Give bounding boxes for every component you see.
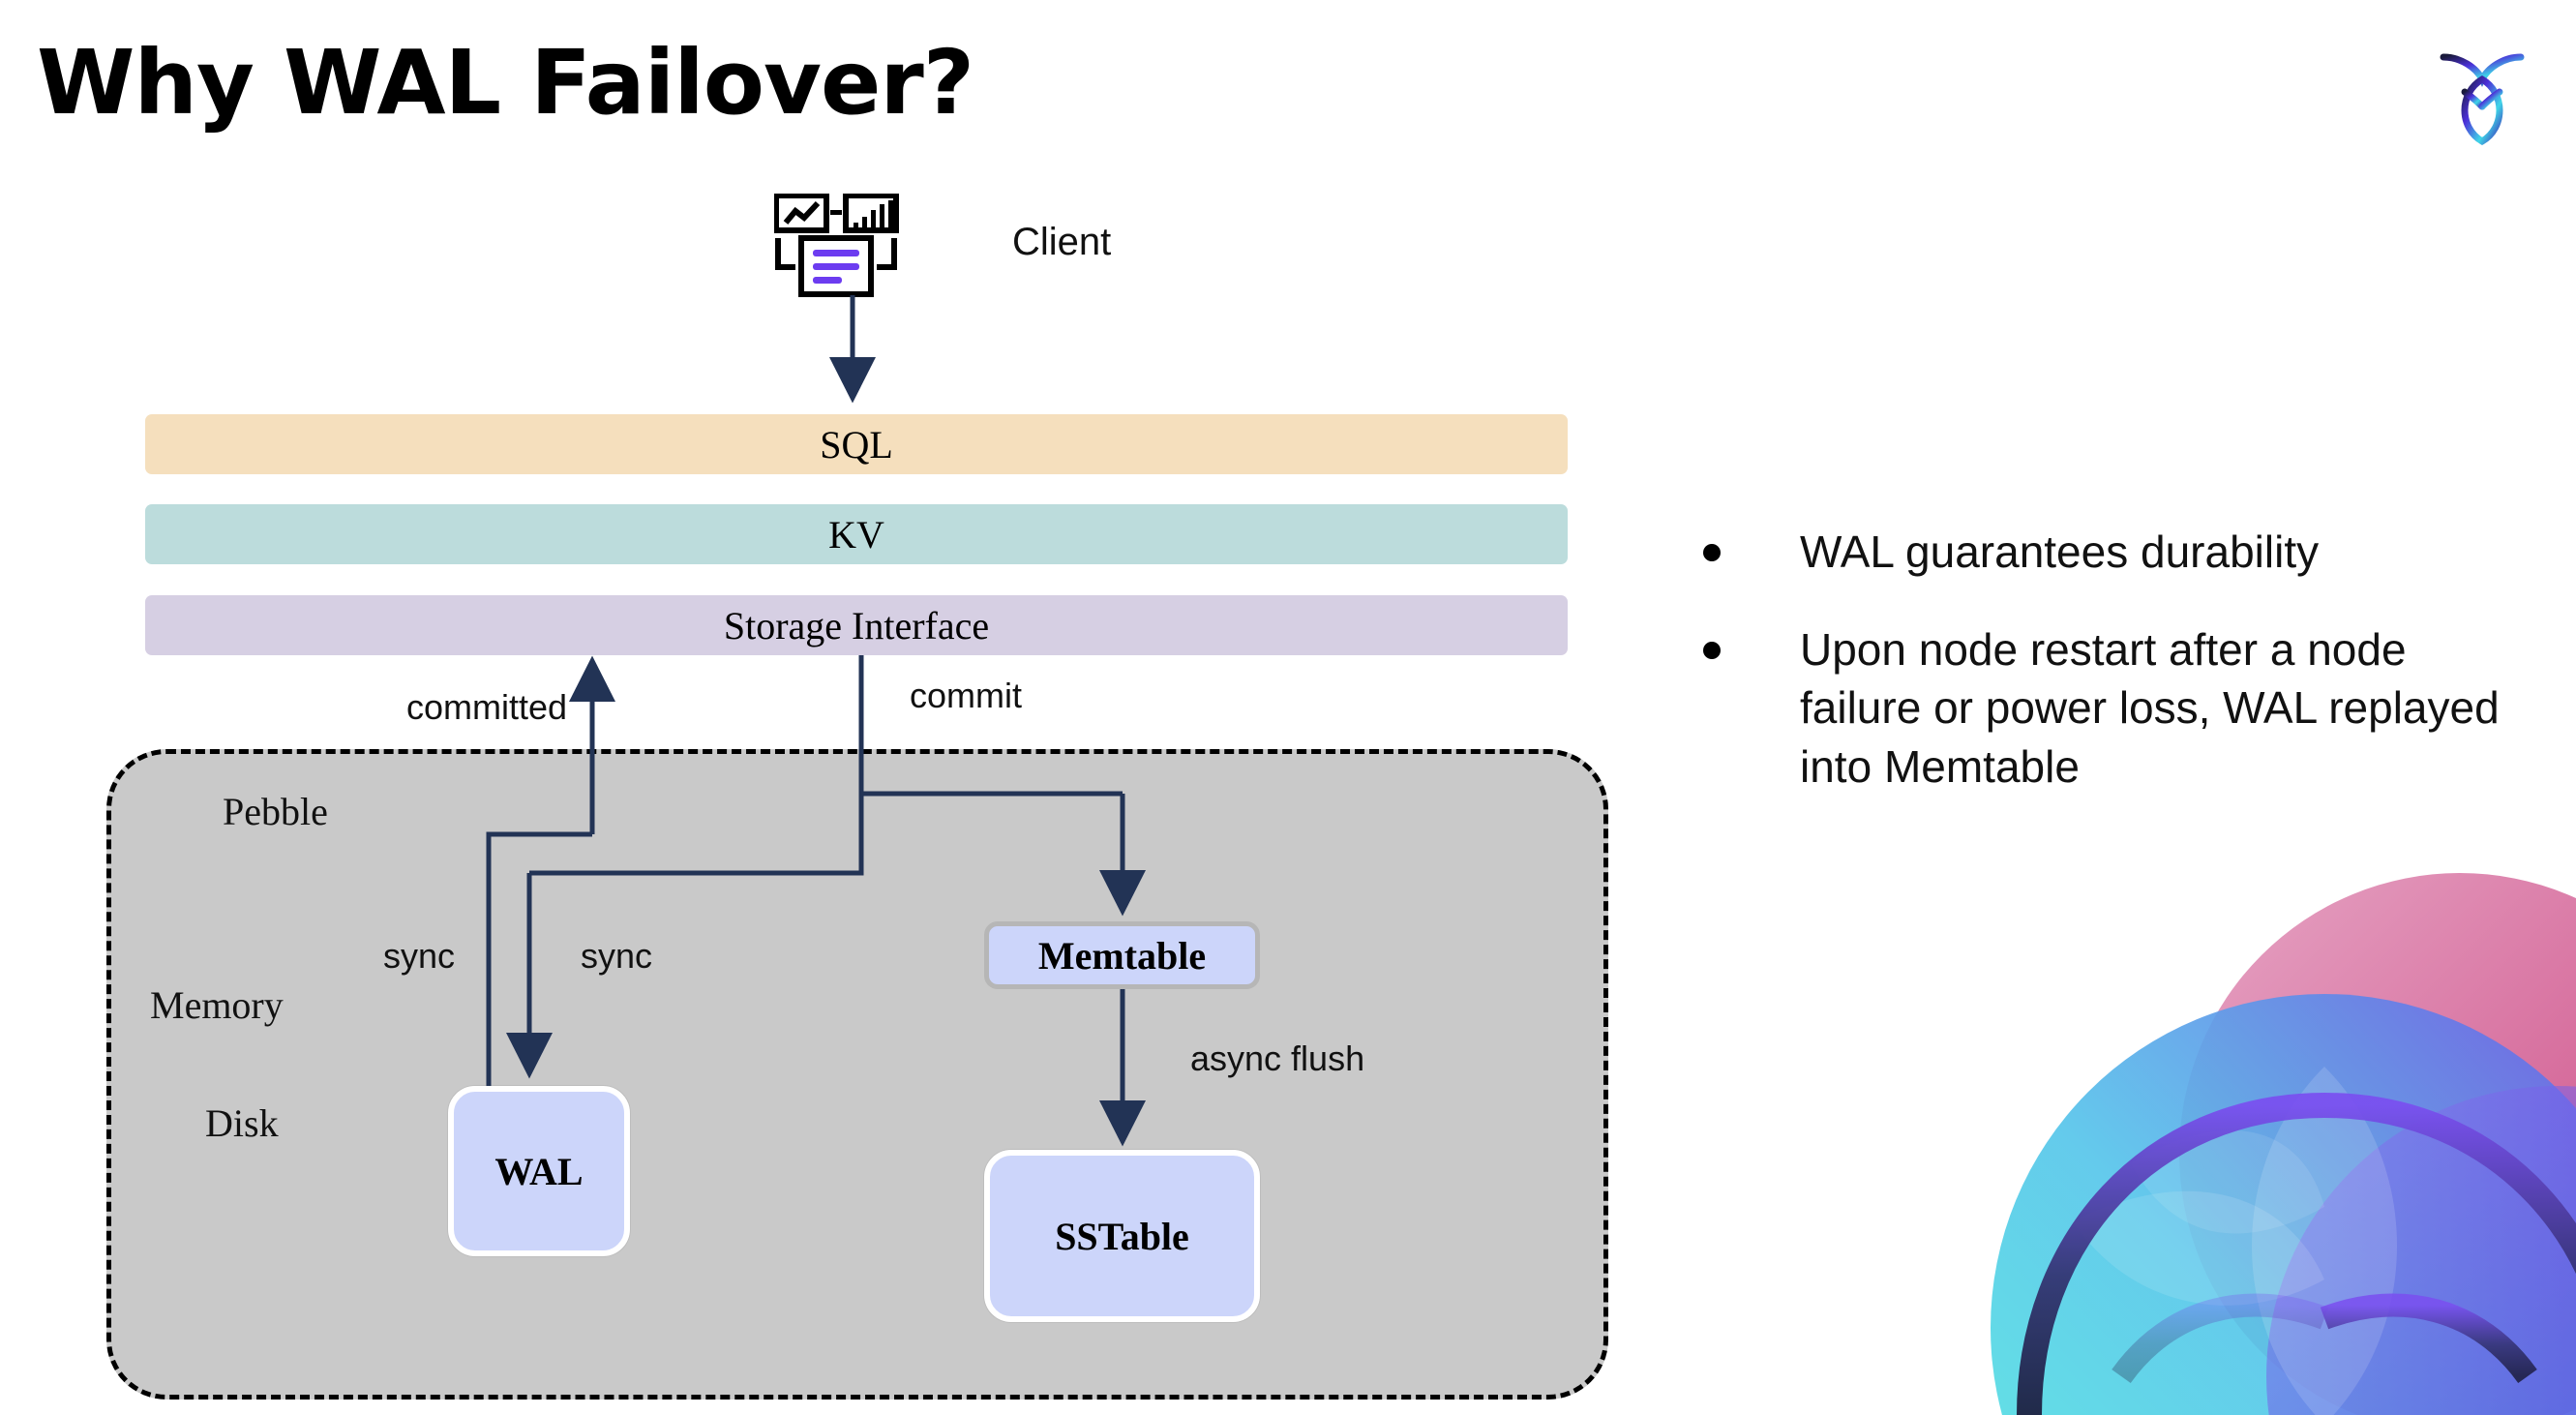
node-memtable: Memtable bbox=[984, 921, 1260, 989]
edge-label-committed: committed bbox=[406, 687, 568, 727]
disk-label: Disk bbox=[205, 1101, 279, 1145]
pebble-container bbox=[106, 749, 1608, 1400]
list-item: Upon node restart after a node failure o… bbox=[1703, 620, 2506, 797]
edge-label-sync-right: sync bbox=[581, 936, 653, 976]
layer-bar-kv: KV bbox=[145, 504, 1568, 564]
node-wal: WAL bbox=[448, 1086, 630, 1256]
bullet-list: WAL guarantees durability Upon node rest… bbox=[1703, 523, 2506, 835]
bullet-text: WAL guarantees durability bbox=[1800, 527, 2320, 577]
memory-label: Memory bbox=[150, 983, 284, 1027]
edge-commit-branch-left bbox=[529, 655, 864, 876]
page-title: Why WAL Failover? bbox=[37, 31, 974, 135]
bullet-dot-icon bbox=[1703, 641, 1721, 659]
cockroachdb-logo bbox=[2440, 53, 2525, 146]
layer-bar-storage: Storage Interface bbox=[145, 595, 1568, 655]
bullet-dot-icon bbox=[1703, 544, 1721, 561]
bullet-text: Upon node restart after a node failure o… bbox=[1800, 623, 2500, 793]
edge-label-sync-left: sync bbox=[383, 936, 456, 976]
edge-committed-from-wal bbox=[486, 831, 592, 1086]
edge-label-async-flush: async flush bbox=[1190, 1039, 1365, 1078]
client-label: Client bbox=[1012, 221, 1112, 263]
list-item: WAL guarantees durability bbox=[1703, 523, 2506, 582]
layer-bar-sql: SQL bbox=[145, 414, 1568, 474]
pebble-label: Pebble bbox=[223, 790, 328, 833]
edge-label-commit: commit bbox=[910, 676, 1022, 715]
node-sstable: SSTable bbox=[984, 1150, 1260, 1322]
client-dashboard-icon bbox=[774, 194, 899, 297]
